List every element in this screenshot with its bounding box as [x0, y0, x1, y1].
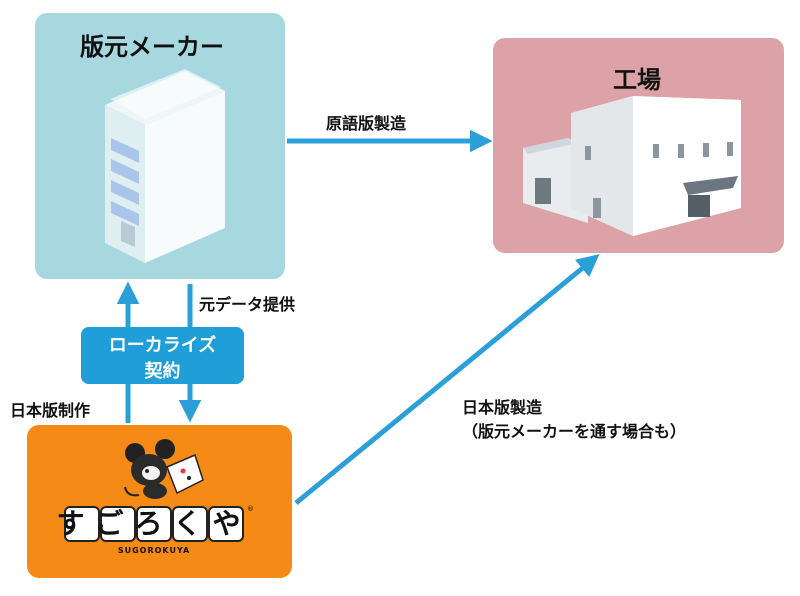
- svg-text:®: ®: [247, 505, 254, 513]
- factory-title: 工場: [613, 66, 661, 94]
- edge-label-original-production: 原語版製造: [326, 114, 407, 133]
- publisher-title: 版元メーカー: [80, 33, 224, 61]
- contract-label-line1-top: ローカライズ: [108, 335, 217, 356]
- logo-subtext: SUGOROKUYA: [118, 546, 190, 555]
- arrow-jp-manufacture: [294, 254, 600, 505]
- edge-label-jp-production: 日本版制作: [10, 401, 91, 420]
- factory-building-icon: [523, 96, 741, 236]
- localize-contract-box-overlay: ローカライズ 契約: [81, 327, 244, 384]
- edge-label-source-data: 元データ提供: [199, 295, 296, 314]
- sugorokuya-logo: すごろくや ® SUGOROKUYA: [56, 439, 254, 555]
- office-building-icon: [105, 69, 225, 263]
- edge-label-jp-manufacture: 日本版製造: [462, 398, 543, 417]
- edge-label-jp-manufacture-note: （版元メーカーを通す場合も）: [462, 422, 687, 441]
- logo-wordmark: すごろくや: [56, 507, 251, 540]
- contract-label-line2-top: 契約: [144, 361, 181, 382]
- publisher-box: 版元メーカー: [35, 13, 285, 279]
- sugorokuya-box: すごろくや ® SUGOROKUYA: [27, 425, 292, 578]
- factory-box: 工場: [493, 38, 784, 253]
